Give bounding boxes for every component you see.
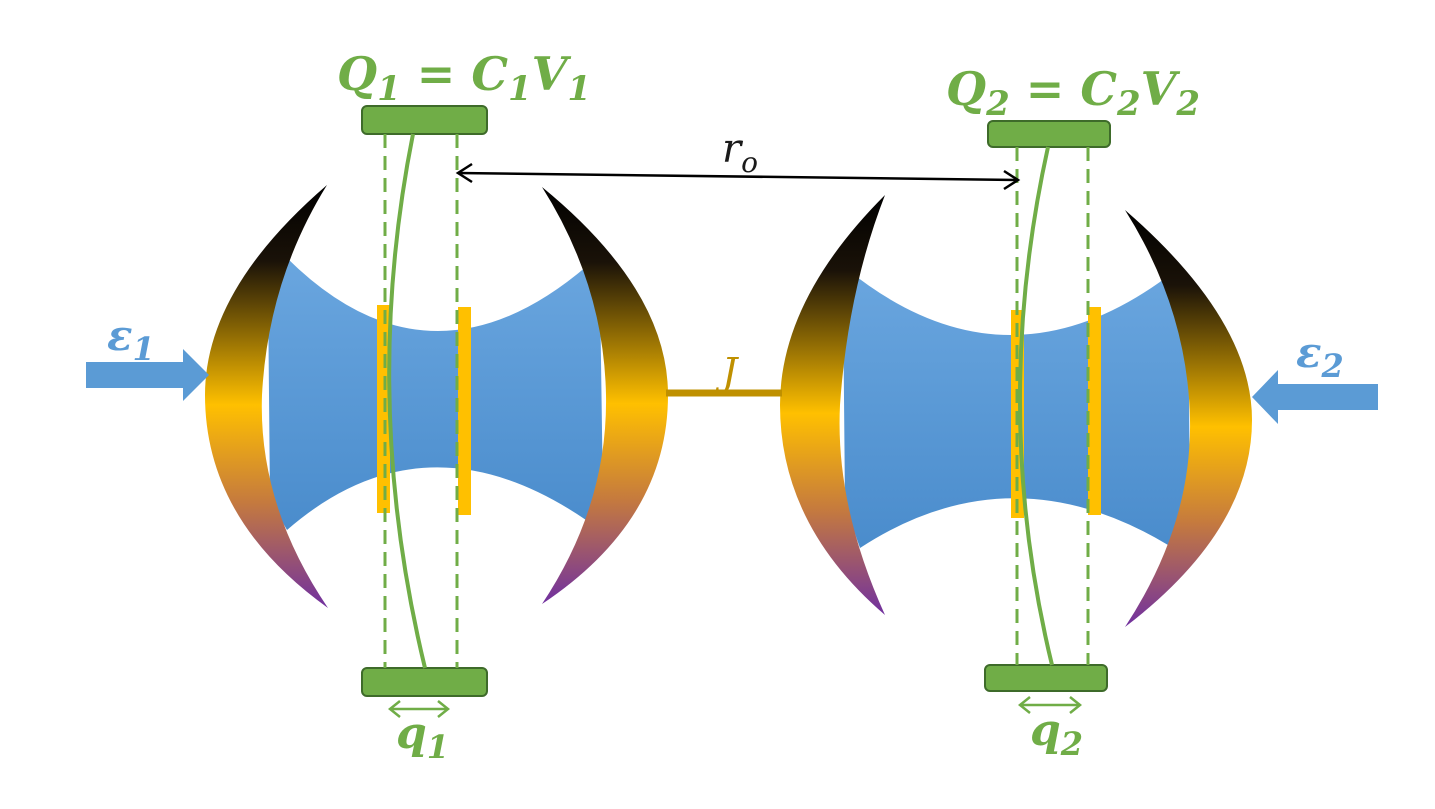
charge-2-equation: Q2 = C2V2: [946, 62, 1200, 124]
capacitor-1-top-plate: [361, 105, 488, 135]
cavity-1: [205, 185, 668, 608]
cavity-2-right-mirror: [1125, 210, 1252, 627]
capacitor-2: [984, 120, 1111, 714]
displacement-2-label: q2: [1030, 705, 1083, 763]
capacitor-1-bottom-plate: [361, 667, 488, 697]
displacement-1-arrow: [387, 700, 451, 718]
cavity-2-inner-plate-right: [1088, 307, 1101, 515]
displacement-1-label: q1: [396, 708, 449, 766]
cavity-2: [780, 195, 1252, 627]
capacitor-2-top-plate: [987, 120, 1111, 148]
cavity-1-left-mirror: [205, 185, 328, 608]
drive-1-label: ε1: [107, 311, 155, 368]
drive-2-label: ε2: [1296, 328, 1344, 385]
separation-arrow: [455, 162, 1021, 191]
drive-2-arrow: [1252, 370, 1378, 424]
drive-1-arrow: [86, 349, 209, 401]
capacitor-1-membrane: [387, 133, 427, 669]
cavity-1-right-mirror: [542, 187, 668, 604]
coupling-label: J: [715, 350, 739, 394]
charge-1-equation: Q1 = C1V1: [337, 47, 591, 109]
capacitor-2-membrane: [1017, 146, 1054, 666]
cavity-1-inner-plate-right: [458, 307, 471, 515]
displacement-2-arrow: [1017, 696, 1083, 714]
separation-label: ro: [722, 126, 758, 179]
capacitor-2-bottom-plate: [984, 664, 1108, 692]
cavity-2-left-mirror: [780, 195, 885, 615]
cavity-1-light-field: [268, 258, 603, 530]
capacitor-1: [361, 105, 488, 718]
